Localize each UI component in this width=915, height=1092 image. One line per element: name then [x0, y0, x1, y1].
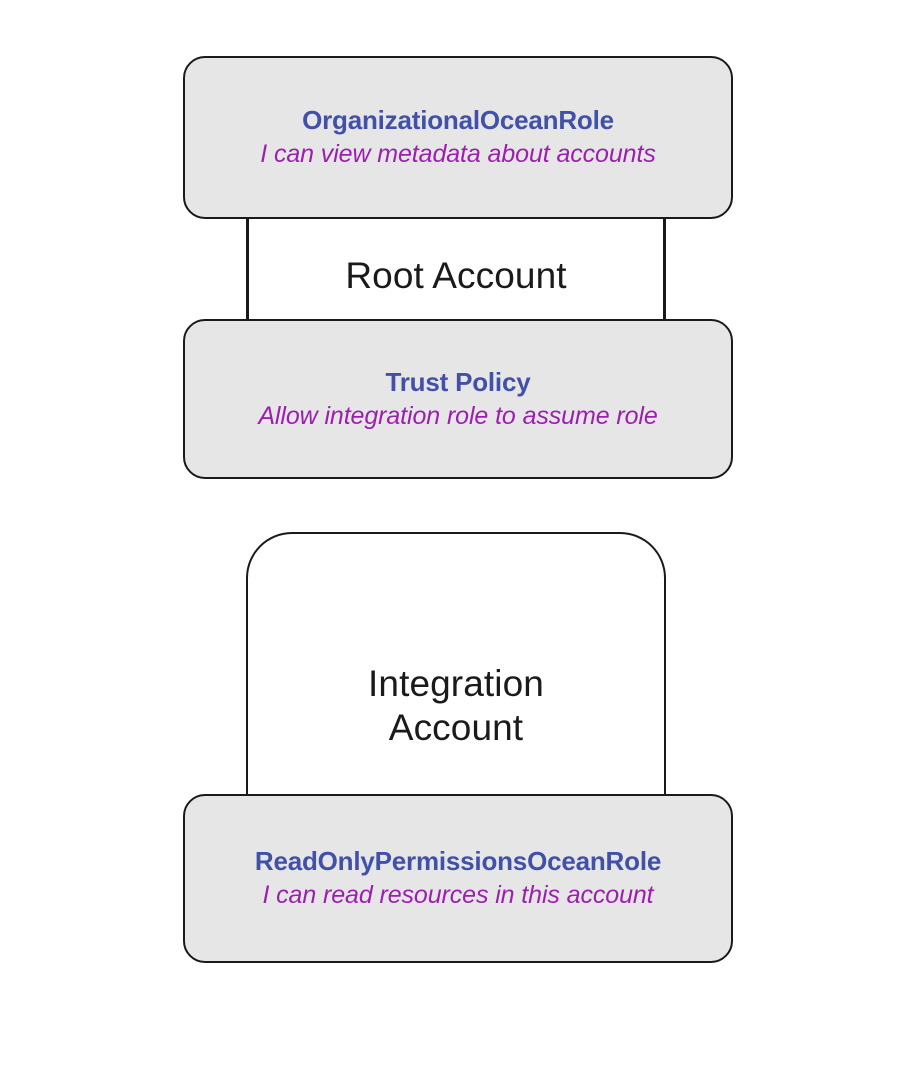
account-label-root: Root Account: [345, 255, 567, 296]
role-card-read-only-permissions-ocean-role: ReadOnlyPermissionsOceanRole I can read …: [183, 794, 733, 963]
role-card-title: ReadOnlyPermissionsOceanRole: [254, 846, 662, 877]
account-label-integration: Integration Account: [368, 663, 544, 748]
role-card-title: OrganizationalOceanRole: [302, 105, 614, 136]
role-card-subtitle: Allow integration role to assume role: [258, 401, 658, 430]
role-card-organizational-ocean-role: OrganizationalOceanRole I can view metad…: [183, 56, 733, 219]
account-container-integration: Integration Account: [246, 532, 666, 800]
role-card-subtitle: I can view metadata about accounts: [260, 140, 656, 169]
role-card-subtitle: I can read resources in this account: [262, 881, 654, 910]
role-card-trust-policy: Trust Policy Allow integration role to a…: [183, 319, 733, 479]
account-container-root: Root Account: [246, 210, 666, 330]
role-card-title: Trust Policy: [385, 366, 531, 397]
